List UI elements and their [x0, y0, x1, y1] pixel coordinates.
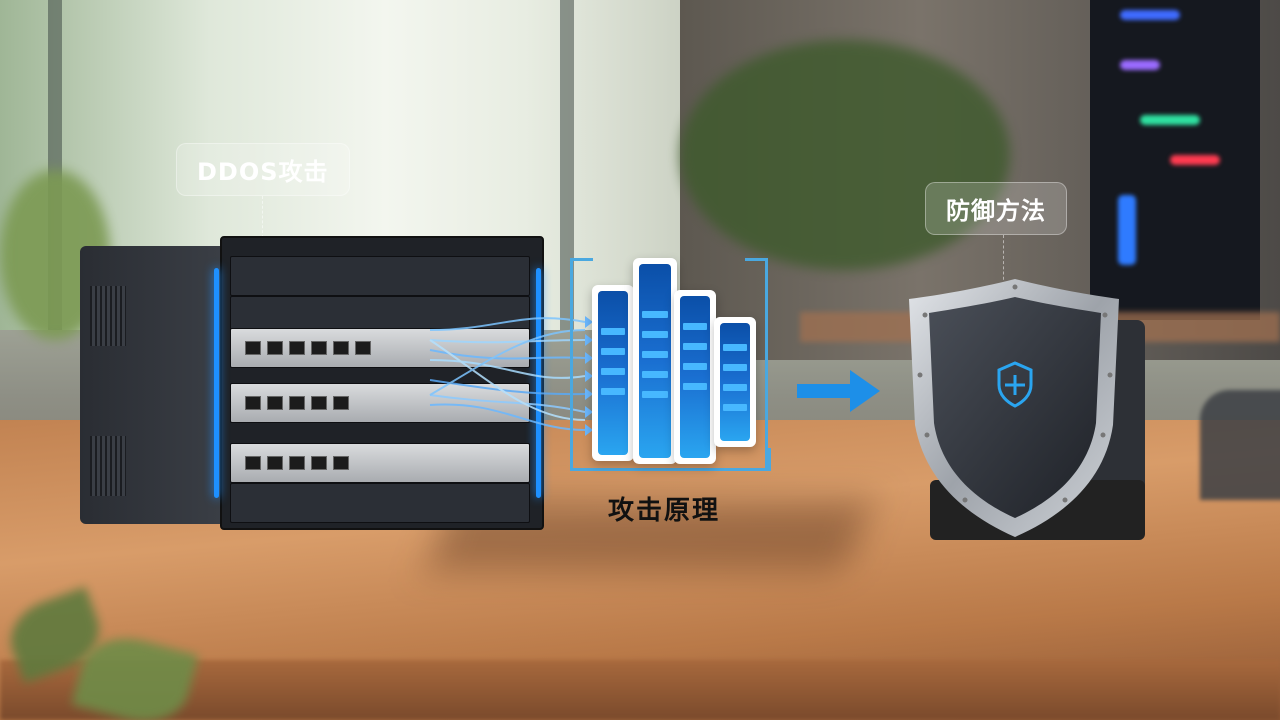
bar-fill — [680, 296, 710, 458]
rack-led — [1140, 115, 1200, 125]
ethernet-port — [333, 341, 349, 355]
bar-segment — [642, 331, 668, 338]
bar-segment — [600, 348, 626, 355]
ethernet-port — [267, 341, 283, 355]
bar-segment — [682, 363, 708, 370]
chart-frame-corner — [570, 258, 593, 471]
attack-principle-label: 攻击原理 — [608, 496, 721, 526]
ethernet-port — [311, 341, 327, 355]
chart-frame-corner — [745, 258, 768, 471]
shield-device — [909, 279, 1119, 537]
window-frame — [560, 0, 574, 330]
traffic-bar — [674, 290, 716, 464]
rack-led — [1120, 10, 1180, 20]
bar-fill — [720, 323, 750, 441]
ethernet-port — [355, 341, 371, 355]
server-side-panel — [80, 246, 220, 524]
arrow-right-icon-head — [850, 370, 880, 412]
background-plant — [680, 40, 1010, 270]
bar-segment — [600, 368, 626, 375]
traffic-bar — [592, 285, 634, 461]
ddos-attack-label: DDOS攻击 — [176, 143, 350, 196]
server-led-strip — [214, 268, 219, 498]
switch-panel — [230, 383, 530, 423]
bar-segment — [600, 328, 626, 335]
bar-segment — [682, 343, 708, 350]
server-slot — [230, 256, 530, 296]
ethernet-port — [333, 456, 349, 470]
ethernet-port — [289, 396, 305, 410]
bar-segment — [722, 344, 748, 351]
server-vent — [90, 436, 126, 496]
server-slot — [230, 483, 530, 523]
ddos-label-connector — [262, 196, 263, 238]
ethernet-port — [289, 456, 305, 470]
bar-fill — [639, 264, 671, 458]
rack-led — [1118, 195, 1136, 265]
bar-segment — [642, 371, 668, 378]
bar-segment — [722, 404, 748, 411]
desk-edge — [0, 660, 1280, 720]
arrow-right-icon — [797, 384, 852, 398]
ethernet-port — [245, 396, 261, 410]
ethernet-port — [311, 456, 327, 470]
server-led-strip — [536, 268, 541, 498]
bar-segment — [722, 364, 748, 371]
server-rack — [80, 236, 544, 534]
bar-segment — [682, 323, 708, 330]
server-vent — [90, 286, 126, 346]
bar-segment — [642, 391, 668, 398]
bar-segment — [642, 351, 668, 358]
bar-segment — [600, 388, 626, 395]
ethernet-port — [267, 456, 283, 470]
background-chair — [1200, 390, 1280, 500]
traffic-bar — [633, 258, 677, 464]
rack-led — [1170, 155, 1220, 165]
ethernet-port — [245, 341, 261, 355]
defense-label-connector — [1003, 235, 1004, 285]
chart-frame-base — [570, 448, 771, 471]
ethernet-port — [267, 396, 283, 410]
switch-panel — [230, 328, 530, 368]
ethernet-port — [333, 396, 349, 410]
traffic-bar — [714, 317, 756, 447]
ethernet-port — [311, 396, 327, 410]
ethernet-port — [245, 456, 261, 470]
bar-segment — [642, 311, 668, 318]
switch-panel — [230, 443, 530, 483]
ethernet-port — [289, 341, 305, 355]
shield-plus-icon — [997, 361, 1033, 408]
rack-led — [1120, 60, 1160, 70]
defense-methods-label: 防御方法 — [925, 182, 1067, 235]
bar-segment — [682, 383, 708, 390]
bar-segment — [722, 384, 748, 391]
